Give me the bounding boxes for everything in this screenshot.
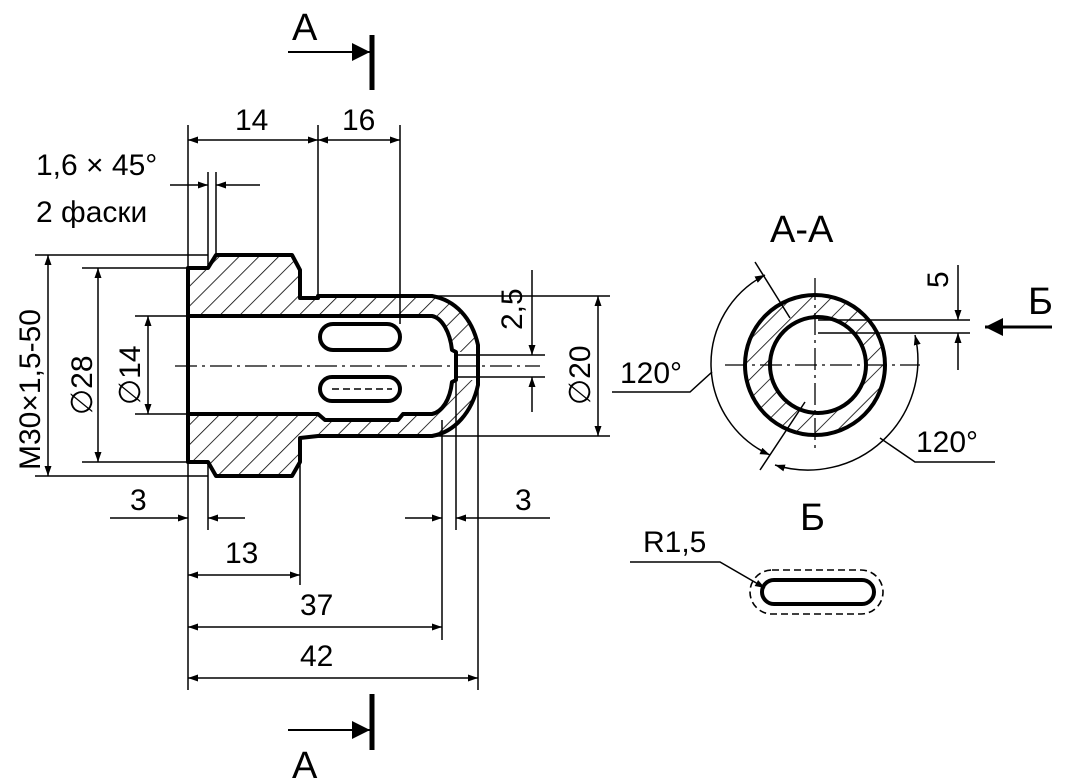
main-view <box>175 253 540 478</box>
section-marker-bottom: А <box>288 694 375 781</box>
section-letter-top: А <box>292 7 318 49</box>
view-letter-side: Б <box>1028 281 1053 323</box>
section-view: А-А 120° 120° 5 Б Б <box>612 209 1053 539</box>
view-letter-bottom: Б <box>800 497 825 539</box>
dim-3-left-label: 3 <box>130 484 147 517</box>
radius-label: R1,5 <box>643 526 706 559</box>
dim-42-label: 42 <box>300 640 333 673</box>
dim-13-label: 13 <box>225 537 258 570</box>
lower-wall-hatch <box>188 380 478 476</box>
angle-right-label: 120° <box>916 426 978 459</box>
slot-detail: R1,5 <box>630 526 884 615</box>
section-title: А-А <box>770 209 834 251</box>
dim-2-5-label: 2,5 <box>496 288 529 330</box>
section-marker-top: А <box>288 7 375 90</box>
dim-3-right-label: 3 <box>515 484 532 517</box>
dia28-label: ∅28 <box>66 355 99 415</box>
dim-16-label: 16 <box>342 104 375 137</box>
upper-wall-hatch <box>188 255 478 352</box>
chamfer-size-label: 1,6 × 45° <box>36 149 157 182</box>
slot-detail-outline <box>760 578 876 606</box>
dimensions-main: 14 16 1,6 × 45° 2 фаски M30×1,5-50 ∅28 ∅… <box>14 104 610 690</box>
slot-upper <box>318 322 402 352</box>
dia20-label: ∅20 <box>564 345 597 405</box>
outer-contour <box>186 253 480 478</box>
thread-label: M30×1,5-50 <box>14 309 47 470</box>
slot-middle <box>318 375 402 403</box>
chamfer-count-label: 2 фаски <box>36 196 147 229</box>
dim-14-label: 14 <box>235 104 268 137</box>
dia14-label: ∅14 <box>114 345 147 405</box>
dim-37-label: 37 <box>300 589 333 622</box>
angle-left-label: 120° <box>620 357 682 390</box>
angle-arc-left <box>710 274 771 456</box>
bore-contour <box>188 314 458 422</box>
section-letter-bottom: А <box>292 745 318 781</box>
dim-5-label: 5 <box>922 271 955 288</box>
slot-detail-hidden-outline <box>749 569 884 615</box>
